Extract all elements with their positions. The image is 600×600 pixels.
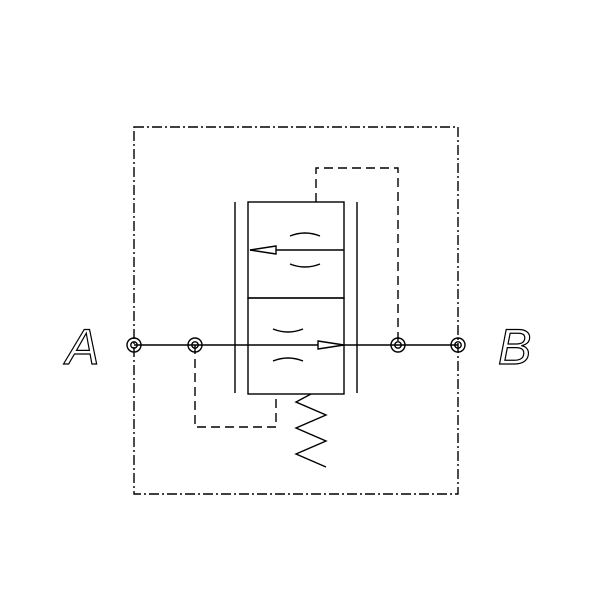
valve-body (247, 201, 345, 395)
throttle-top-icon (289, 232, 321, 268)
port-b-connector (450, 337, 466, 353)
pilot-junction-right (390, 337, 406, 353)
port-a-label: A (63, 319, 99, 375)
throttle-bottom-icon (272, 328, 304, 362)
arrow-left-icon (249, 245, 277, 255)
port-a-connector (126, 337, 142, 353)
spring-icon (294, 393, 328, 468)
pilot-line-top (315, 167, 399, 345)
valve-envelope-bottom (247, 297, 345, 395)
pilot-junction-left (187, 337, 203, 353)
port-b-label: B (498, 319, 531, 375)
enclosure-boundary (133, 126, 459, 495)
arrow-right-icon (317, 340, 345, 350)
